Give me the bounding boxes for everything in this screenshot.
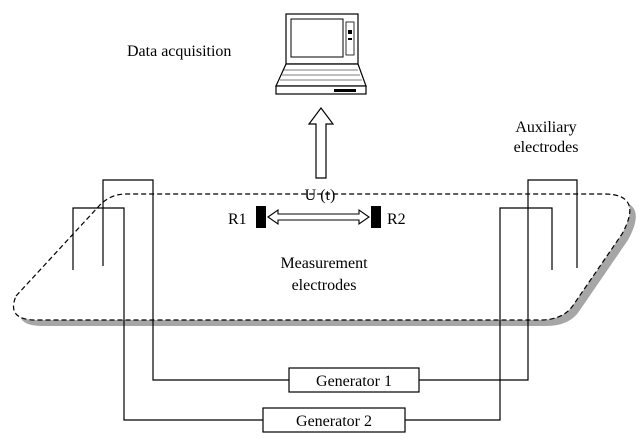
measurement-double-arrow: [267, 208, 370, 226]
generator-2: Generator 2: [262, 407, 406, 433]
laptop-computer-icon: [275, 13, 367, 95]
generator-1: Generator 1: [288, 367, 420, 393]
left-auxiliary-electrodes: [72, 179, 289, 421]
signal-label: U (t): [305, 187, 336, 204]
specimen-plate: [12, 193, 636, 326]
r1-label: R1: [228, 211, 247, 228]
plate-outline: [12, 193, 631, 321]
generator-2-label: Generator 2: [296, 413, 372, 430]
electrode-r2: [371, 206, 381, 228]
generator-1-label: Generator 1: [316, 373, 392, 390]
right-auxiliary-electrodes: [405, 179, 578, 421]
auxiliary-label-line2: electrodes: [514, 139, 579, 156]
r2-label: R2: [387, 211, 406, 228]
auxiliary-label-line1: Auxiliary: [515, 119, 576, 136]
measurement-label-line1: Measurement: [280, 255, 368, 272]
signal-arrow: [307, 107, 335, 179]
electrode-r1: [256, 206, 266, 228]
measurement-label-line2: electrodes: [292, 277, 357, 294]
data-acquisition-label: Data acquisition: [127, 43, 231, 60]
